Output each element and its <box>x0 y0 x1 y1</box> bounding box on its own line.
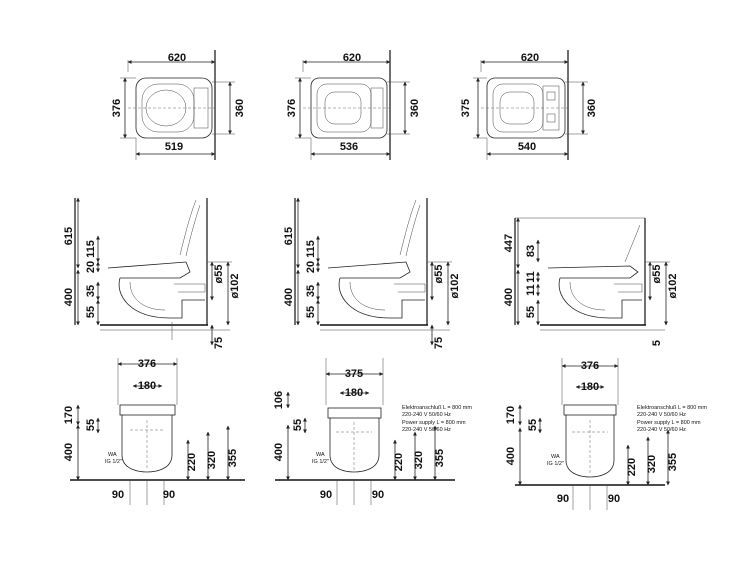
front-dim-55: 55 <box>292 419 304 431</box>
front-note-de-2: 220-240 V 50/60 Hz <box>402 412 451 418</box>
front-dim-355: 355 <box>434 449 446 467</box>
side-pipe-55: ø55 <box>213 265 225 284</box>
side-dim-75: 75 <box>433 337 445 349</box>
front-ig-label: IG 1/2" <box>312 459 329 465</box>
side-overall-height: 447 <box>503 234 515 252</box>
plan-depth-left: 376 <box>286 99 298 117</box>
side-overall-height: 615 <box>63 227 75 245</box>
side-height-400: 400 <box>503 288 515 306</box>
front-dim-355: 355 <box>227 449 239 467</box>
front-view-1: 376 180 170 55 400 WA IG 1/2" 220 320 35… <box>63 358 245 505</box>
plan-width-bowl: 519 <box>165 141 183 153</box>
front-wa-label: WA <box>551 454 560 460</box>
front-note-en-2: 220-240 V 50/60 Hz <box>637 427 686 433</box>
front-height-400: 400 <box>505 447 517 465</box>
front-dim-220: 220 <box>393 453 405 471</box>
front-note-de-2: 220-240 V 50/60 Hz <box>637 412 686 418</box>
side-height-400: 400 <box>63 288 75 306</box>
side-dim-75: 75 <box>213 337 225 349</box>
front-wa-label: WA <box>108 452 117 458</box>
front-note-en-1: Power supply L = 800 mm <box>402 420 466 426</box>
side-view-3: 447 400 83 11 11 55 ø55 ø102 5 <box>503 217 679 346</box>
side-dim-55: 55 <box>85 306 97 318</box>
front-bottom-right: 90 <box>163 489 175 501</box>
front-height-400: 400 <box>273 443 285 461</box>
front-bottom-left: 90 <box>557 493 569 505</box>
plan-width-total: 620 <box>521 52 539 64</box>
plan-depth-right: 360 <box>234 99 246 117</box>
plan-depth-left: 376 <box>111 99 123 117</box>
front-note-de-1: Elektroanschluß L = 800 mm <box>402 405 472 411</box>
side-pipe-55: ø55 <box>433 265 445 284</box>
front-dim-220: 220 <box>186 453 198 471</box>
side-dim-55: 55 <box>525 306 537 318</box>
side-height-400: 400 <box>283 288 295 306</box>
side-pipe-102: ø102 <box>667 273 679 298</box>
front-inner-width: 180 <box>345 387 363 399</box>
side-dim-35: 35 <box>85 285 97 297</box>
front-dim-55: 55 <box>527 419 539 431</box>
front-dim-170: 170 <box>505 406 517 424</box>
plan-depth-right: 360 <box>409 99 421 117</box>
side-dim-20: 20 <box>305 261 317 273</box>
front-dim-320: 320 <box>413 451 425 469</box>
front-view-3: 376 180 170 55 400 WA IG 1/2" Elektroans… <box>505 358 707 510</box>
front-top-width: 375 <box>345 368 363 380</box>
front-bottom-right: 90 <box>608 493 620 505</box>
plan-width-bowl: 536 <box>340 141 358 153</box>
front-dim-55: 55 <box>85 419 97 431</box>
front-dim-320: 320 <box>646 455 658 473</box>
front-inner-width: 180 <box>581 381 599 393</box>
side-dim-35: 35 <box>305 285 317 297</box>
side-dim-11b: 11 <box>525 284 537 296</box>
plan-view-2: 620 376 360 536 <box>286 50 421 160</box>
plan-width-total: 620 <box>343 52 361 64</box>
side-dim-5: 5 <box>651 340 663 346</box>
front-dim-170: 170 <box>63 406 75 424</box>
front-top-width: 376 <box>581 360 599 372</box>
side-dim-83: 83 <box>525 245 537 257</box>
front-ig-label: IG 1/2" <box>105 459 122 465</box>
front-view-2: 375 180 106 55 400 WA IG 1/2" Elektroans… <box>273 358 472 505</box>
side-dim-55: 55 <box>305 306 317 318</box>
side-pipe-102: ø102 <box>229 273 241 298</box>
plan-width-total: 620 <box>168 52 186 64</box>
front-bottom-left: 90 <box>320 489 332 501</box>
side-pipe-102: ø102 <box>449 273 461 298</box>
side-dim-115: 115 <box>85 240 97 258</box>
front-height-400: 400 <box>63 443 75 461</box>
plan-width-bowl: 540 <box>518 141 536 153</box>
side-overall-height: 615 <box>283 227 295 245</box>
plan-depth-left: 375 <box>460 99 472 117</box>
plan-view-3: 620 375 360 540 <box>460 50 598 160</box>
side-dim-20: 20 <box>85 261 97 273</box>
front-dim-106: 106 <box>273 391 285 409</box>
side-pipe-55: ø55 <box>651 265 663 284</box>
side-dim-115: 115 <box>305 240 317 258</box>
side-dim-11a: 11 <box>525 271 537 283</box>
front-bottom-right: 90 <box>372 489 384 501</box>
side-view-1: 615 400 115 20 35 55 ø55 ø102 75 <box>63 197 241 349</box>
front-note-en-1: Power supply L = 800 mm <box>637 420 701 426</box>
side-view-2: 615 400 115 20 35 55 ø55 ø102 75 <box>283 197 461 349</box>
front-bottom-left: 90 <box>112 489 124 501</box>
front-dim-320: 320 <box>206 451 218 469</box>
front-ig-label: IG 1/2" <box>547 461 564 467</box>
front-wa-label: WA <box>316 452 325 458</box>
front-inner-width: 180 <box>138 380 156 392</box>
front-dim-220: 220 <box>626 458 638 476</box>
front-note-en-2: 220-240 V 50/60 Hz <box>402 427 451 433</box>
plan-depth-right: 360 <box>586 99 598 117</box>
front-top-width: 376 <box>138 358 156 370</box>
front-note-de-1: Elektroanschluß L = 800 mm <box>637 405 707 411</box>
plan-view-1: 620 376 360 519 <box>111 50 246 160</box>
front-dim-355: 355 <box>667 453 679 471</box>
